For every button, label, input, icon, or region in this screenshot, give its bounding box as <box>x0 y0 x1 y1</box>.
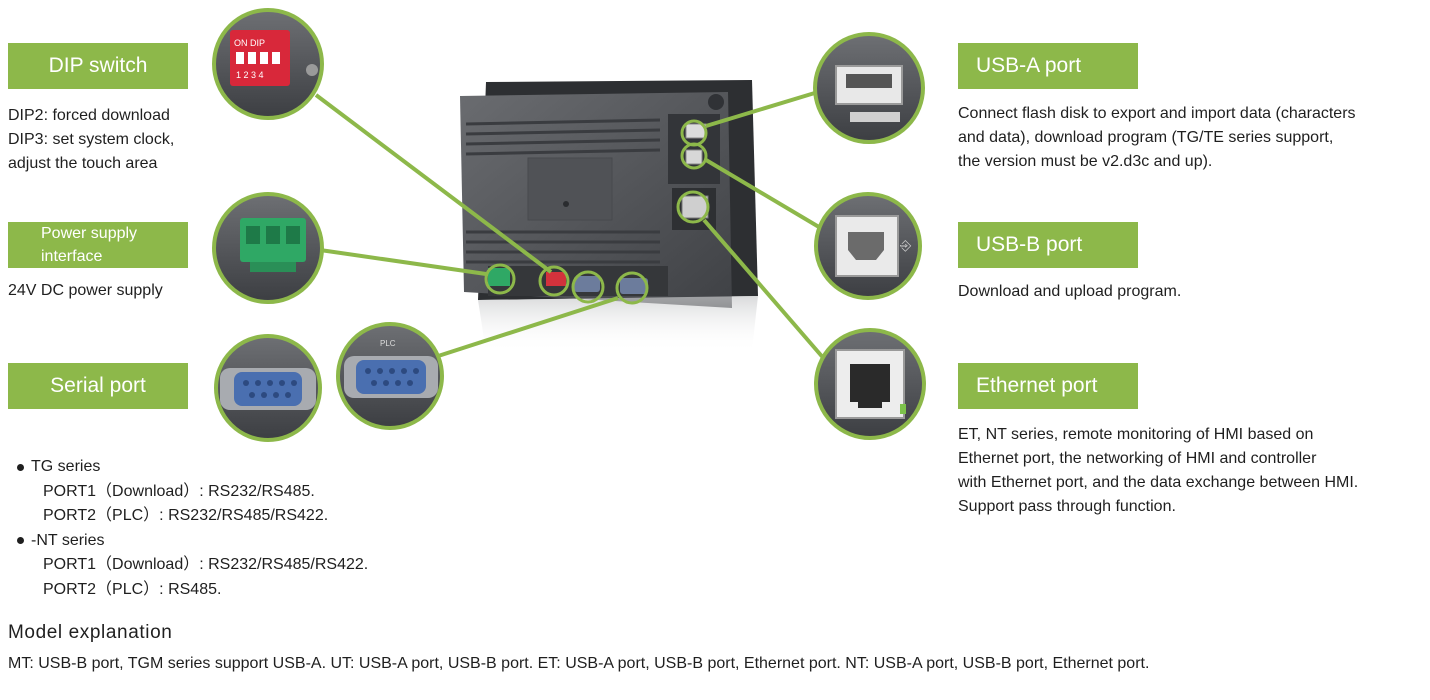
serial-port-title: Serial port <box>8 363 188 409</box>
dip-line: DIP3: set system clock, <box>8 131 175 148</box>
callout-lines <box>314 90 834 370</box>
serial-port-2-zoom: PLC <box>336 322 444 430</box>
power-supply-description: 24V DC power supply <box>8 279 163 303</box>
usb-b-description: Download and upload program. <box>958 280 1181 304</box>
bullet-icon <box>17 463 24 471</box>
port-spec: PORT2（PLC）: RS485. <box>43 580 222 598</box>
usb-symbol-icon: ⎆ <box>900 238 912 254</box>
power-line: 24V DC power supply <box>8 282 163 299</box>
port-spec: PORT1（Download）: RS232/RS485/RS422. <box>43 556 369 573</box>
bullet-icon <box>17 537 24 545</box>
usb-a-line: the version must be v2.d3c and up). <box>958 153 1213 170</box>
ethernet-zoom <box>814 328 926 440</box>
serial-port-1-zoom <box>214 334 322 442</box>
power-supply-title: Power supply interface <box>8 222 188 268</box>
model-explanation-title: Model explanation <box>8 622 173 643</box>
dip-switch-zoom: ON DIP 1 2 3 4 <box>212 8 324 120</box>
dip-switch-on-text: ON DIP <box>234 38 265 48</box>
ethernet-line: Ethernet port, the networking of HMI and… <box>958 450 1317 467</box>
dip-line: adjust the touch area <box>8 155 158 172</box>
usb-a-description: Connect flash disk to export and import … <box>958 102 1356 174</box>
series-heading: TG series <box>17 455 368 480</box>
usb-b-zoom: ⎆ <box>814 192 922 300</box>
series-heading: -NT series <box>17 529 368 554</box>
model-explanation-text: MT: USB-B port, TGM series support USB-A… <box>8 655 1150 672</box>
usb-a-line: Connect flash disk to export and import … <box>958 105 1356 122</box>
plc-port-label: PLC <box>380 339 396 348</box>
port-spec: PORT1（Download）: RS232/RS485. <box>43 482 315 500</box>
usb-a-title: USB-A port <box>958 43 1138 89</box>
ethernet-line: ET, NT series, remote monitoring of HMI … <box>958 426 1314 443</box>
dip-switch-title: DIP switch <box>8 43 188 89</box>
series-name: TG series <box>31 458 101 475</box>
usb-b-line: Download and upload program. <box>958 283 1182 300</box>
usb-a-line: and data), download program (TG/TE serie… <box>958 129 1334 146</box>
usb-a-zoom <box>813 32 925 144</box>
ethernet-description: ET, NT series, remote monitoring of HMI … <box>958 423 1358 519</box>
dip-switch-description: DIP2: forced download DIP3: set system c… <box>8 104 174 176</box>
ethernet-line: Support pass through function. <box>958 498 1176 515</box>
power-title-line: interface <box>41 248 103 265</box>
ethernet-title: Ethernet port <box>958 363 1138 409</box>
hmi-device <box>460 80 758 352</box>
serial-port-details: TG series PORT1（Download）: RS232/RS485. … <box>17 455 368 602</box>
port-spec: PORT2（PLC）: RS232/RS485/RS422. <box>43 507 329 524</box>
usb-b-title: USB-B port <box>958 222 1138 268</box>
power-terminal-zoom <box>212 192 324 304</box>
dip-switch-numbers: 1 2 3 4 <box>236 70 264 80</box>
ethernet-line: with Ethernet port, and the data exchang… <box>958 474 1359 491</box>
dip-line: DIP2: forced download <box>8 107 170 124</box>
power-title-line: Power supply <box>41 225 138 242</box>
series-name: -NT series <box>31 531 105 549</box>
